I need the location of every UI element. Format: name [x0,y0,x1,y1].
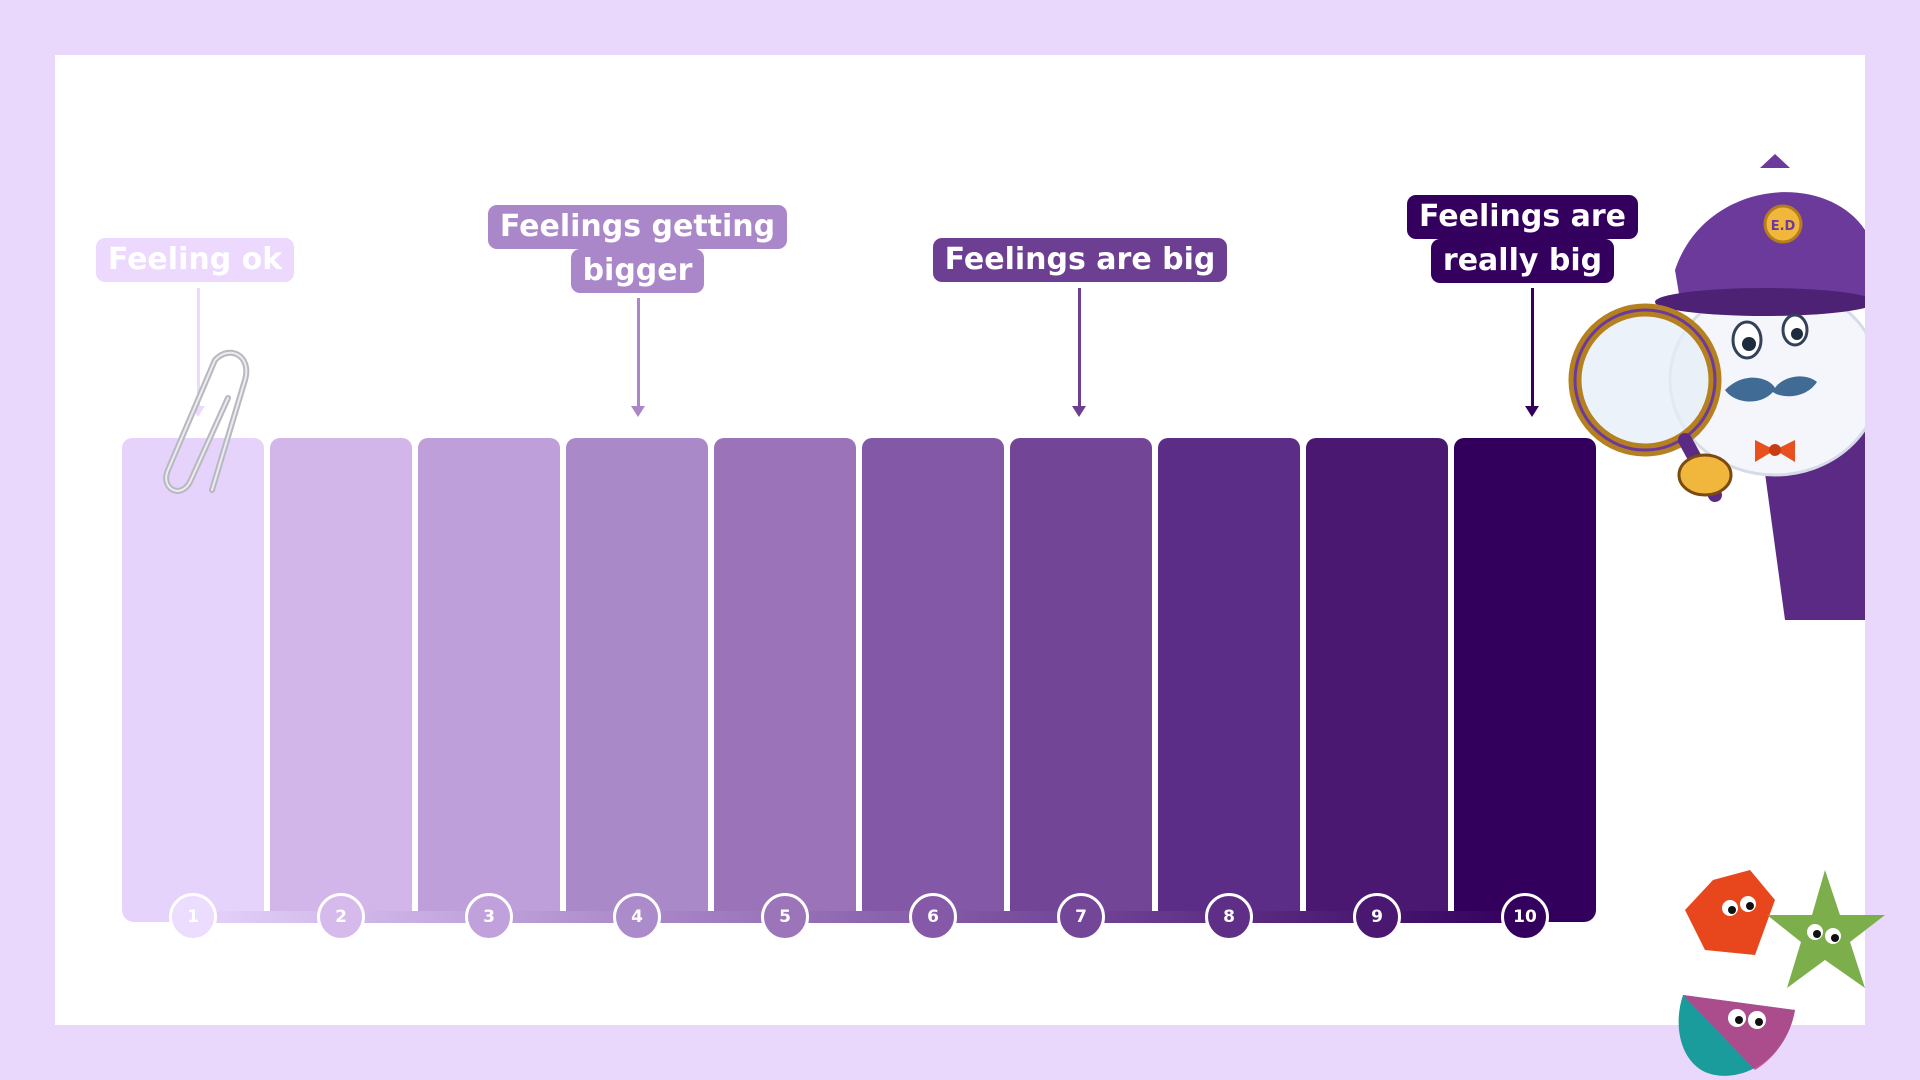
arrow-line-10 [1531,288,1534,406]
feelings-scale [122,438,1598,922]
detective-mascot: E.D [1568,154,1865,620]
level-number-9: 9 [1353,893,1401,941]
level-number-4: 4 [613,893,661,941]
level-number-7: 7 [1057,893,1105,941]
scale-bar-4 [566,438,708,922]
level-number-3: 3 [465,893,513,941]
arrow-head-10 [1525,406,1539,417]
scale-bar-9 [1306,438,1448,922]
label-line: Feelings getting [487,205,788,249]
paperclip-icon [163,349,250,494]
level-number-10: 10 [1501,893,1549,941]
label-line: really big [1430,239,1615,283]
label-line: bigger [570,249,705,293]
label-line: Feelings are big [932,238,1228,282]
label-feelings-getting-bigger: Feelings getting bigger [470,205,805,293]
scale-bar-6 [862,438,1004,922]
arrow-head-4 [631,406,645,417]
scale-bar-10 [1454,438,1596,922]
arrow-line-4 [637,298,640,406]
scale-bar-5 [714,438,856,922]
scale-bar-3 [418,438,560,922]
level-number-8: 8 [1205,893,1253,941]
label-feeling-ok: Feeling ok [90,238,300,282]
arrow-head-7 [1072,406,1086,417]
label-line: Feeling ok [95,238,295,282]
level-number-6: 6 [909,893,957,941]
level-number-1: 1 [169,893,217,941]
label-feelings-are-really-big: Feelings are really big [1395,195,1650,283]
label-feelings-are-big: Feelings are big [930,238,1230,282]
scale-bar-7 [1010,438,1152,922]
scale-track [192,911,1526,923]
arrow-line-7 [1078,288,1081,406]
scale-bar-2 [270,438,412,922]
decorative-shapes [1678,870,1885,1076]
scale-bar-1 [122,438,264,922]
level-number-5: 5 [761,893,809,941]
arrow-line-1 [197,288,200,406]
scale-bar-8 [1158,438,1300,922]
hat-badge: E.D [1771,219,1796,234]
label-line: Feelings are [1406,195,1639,239]
arrow-head-1 [191,406,205,417]
level-number-2: 2 [317,893,365,941]
